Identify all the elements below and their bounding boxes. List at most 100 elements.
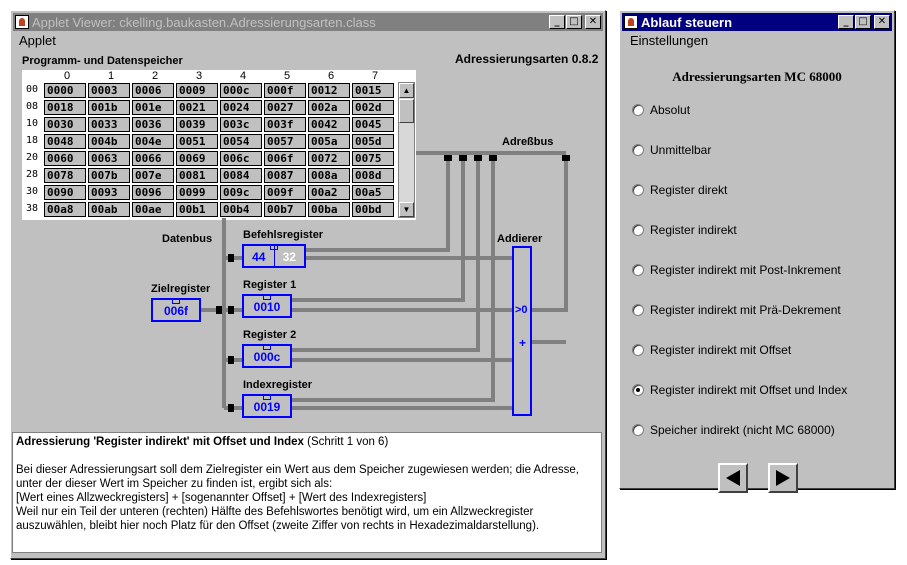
memory-cell[interactable]: 000c [220,83,262,98]
memory-cell[interactable]: 0015 [352,83,394,98]
memory-cell[interactable]: 007b [88,168,130,183]
memory-cell[interactable]: 00b4 [220,202,262,217]
maximize-icon[interactable]: □ [855,15,871,29]
memory-cell[interactable]: 00ab [88,202,130,217]
memory-cell[interactable]: 0087 [264,168,306,183]
memory-cell[interactable]: 00ae [132,202,174,217]
memory-cell[interactable]: 004b [88,134,130,149]
memory-cell[interactable]: 0081 [176,168,218,183]
memory-cell[interactable]: 003f [264,117,306,132]
memory-cell[interactable]: 0066 [132,151,174,166]
radio-unselected-icon[interactable] [632,144,644,156]
memory-cell[interactable]: 001e [132,100,174,115]
scroll-down-icon[interactable]: ▼ [399,202,414,217]
memory-cell[interactable]: 008d [352,168,394,183]
memory-cell[interactable]: 009c [220,185,262,200]
memory-cell[interactable]: 002a [308,100,350,115]
memory-cell[interactable]: 0078 [44,168,86,183]
memory-cell[interactable]: 001b [88,100,130,115]
memory-cell[interactable]: 0018 [44,100,86,115]
memory-cell[interactable]: 0054 [220,134,262,149]
radio-unselected-icon[interactable] [632,184,644,196]
memory-cell[interactable]: 0027 [264,100,306,115]
memory-cell[interactable]: 0042 [308,117,350,132]
memory-cell[interactable]: 0009 [176,83,218,98]
scroll-thumb[interactable] [399,99,414,123]
menu-applet[interactable]: Applet [19,33,56,48]
memory-cell[interactable]: 003c [220,117,262,132]
memory-cell[interactable]: 009f [264,185,306,200]
radio-unselected-icon[interactable] [632,104,644,116]
menu-einstellungen[interactable]: Einstellungen [630,33,709,48]
memory-cell[interactable]: 0096 [132,185,174,200]
mode-option[interactable]: Absolut [632,103,690,117]
mode-option[interactable]: Unmittelbar [632,143,711,157]
memory-cell[interactable]: 00bd [352,202,394,217]
memory-cell[interactable]: 0000 [44,83,86,98]
memory-cell[interactable]: 004e [132,134,174,149]
memory-cell[interactable]: 0072 [308,151,350,166]
radio-unselected-icon[interactable] [632,264,644,276]
memory-cell[interactable]: 0048 [44,134,86,149]
memory-scrollbar[interactable]: ▲ ▼ [398,82,415,218]
mode-option[interactable]: Speicher indirekt (nicht MC 68000) [632,423,835,437]
memory-cell[interactable]: 0060 [44,151,86,166]
radio-selected-icon[interactable] [632,384,644,396]
applet-title-bar[interactable]: Applet Viewer: ckelling.baukasten.Adress… [13,13,603,31]
memory-cell[interactable]: 005a [308,134,350,149]
memory-cell[interactable]: 0063 [88,151,130,166]
mode-option[interactable]: Register indirekt mit Prä-Dekrement [632,303,841,317]
radio-unselected-icon[interactable] [632,424,644,436]
close-icon[interactable]: ✕ [874,15,890,29]
memory-cell[interactable]: 00b7 [264,202,306,217]
memory-cell[interactable]: 0090 [44,185,86,200]
memory-cell[interactable]: 00a2 [308,185,350,200]
memory-cell[interactable]: 0003 [88,83,130,98]
control-title-bar[interactable]: Ablauf steuern _ □ ✕ [622,13,892,31]
memory-cell[interactable]: 005d [352,134,394,149]
memory-cell[interactable]: 0099 [176,185,218,200]
previous-step-button[interactable] [718,463,748,493]
memory-cell[interactable]: 006c [220,151,262,166]
memory-cell[interactable]: 0039 [176,117,218,132]
memory-cell[interactable]: 0036 [132,117,174,132]
memory-cell[interactable]: 0024 [220,100,262,115]
minimize-icon[interactable]: _ [549,15,565,29]
memory-cell[interactable]: 0084 [220,168,262,183]
memory-cell[interactable]: 0069 [176,151,218,166]
mode-option[interactable]: Register direkt [632,183,727,197]
memory-cell[interactable]: 0051 [176,134,218,149]
memory-cell[interactable]: 007e [132,168,174,183]
mode-option[interactable]: Register indirekt mit Post-Inkrement [632,263,841,277]
mode-option[interactable]: Register indirekt mit Offset [632,343,791,357]
memory-cell[interactable]: 0075 [352,151,394,166]
memory-cell[interactable]: 00a5 [352,185,394,200]
memory-cell[interactable]: 0030 [44,117,86,132]
memory-cell[interactable]: 0021 [176,100,218,115]
minimize-icon[interactable]: _ [838,15,854,29]
memory-cell[interactable]: 00ba [308,202,350,217]
scroll-up-icon[interactable]: ▲ [399,83,414,98]
memory-cell[interactable]: 0045 [352,117,394,132]
memory-cell[interactable]: 00a8 [44,202,86,217]
memory-cell[interactable]: 0057 [264,134,306,149]
indexregister-value: 0019 [253,400,281,414]
memory-cell[interactable]: 002d [352,100,394,115]
radio-unselected-icon[interactable] [632,304,644,316]
description-text-area[interactable]: Adressierung 'Register indirekt' mit Off… [12,432,602,553]
mode-option[interactable]: Register indirekt mit Offset und Index [632,383,847,397]
next-step-button[interactable] [768,463,798,493]
memory-cell[interactable]: 0012 [308,83,350,98]
memory-cell[interactable]: 00b1 [176,202,218,217]
radio-unselected-icon[interactable] [632,224,644,236]
memory-cell[interactable]: 0033 [88,117,130,132]
close-icon[interactable]: ✕ [585,15,601,29]
radio-unselected-icon[interactable] [632,344,644,356]
memory-cell[interactable]: 006f [264,151,306,166]
memory-cell[interactable]: 008a [308,168,350,183]
memory-cell[interactable]: 0006 [132,83,174,98]
mode-option[interactable]: Register indirekt [632,223,737,237]
memory-cell[interactable]: 0093 [88,185,130,200]
memory-cell[interactable]: 000f [264,83,306,98]
maximize-icon[interactable]: □ [566,15,582,29]
